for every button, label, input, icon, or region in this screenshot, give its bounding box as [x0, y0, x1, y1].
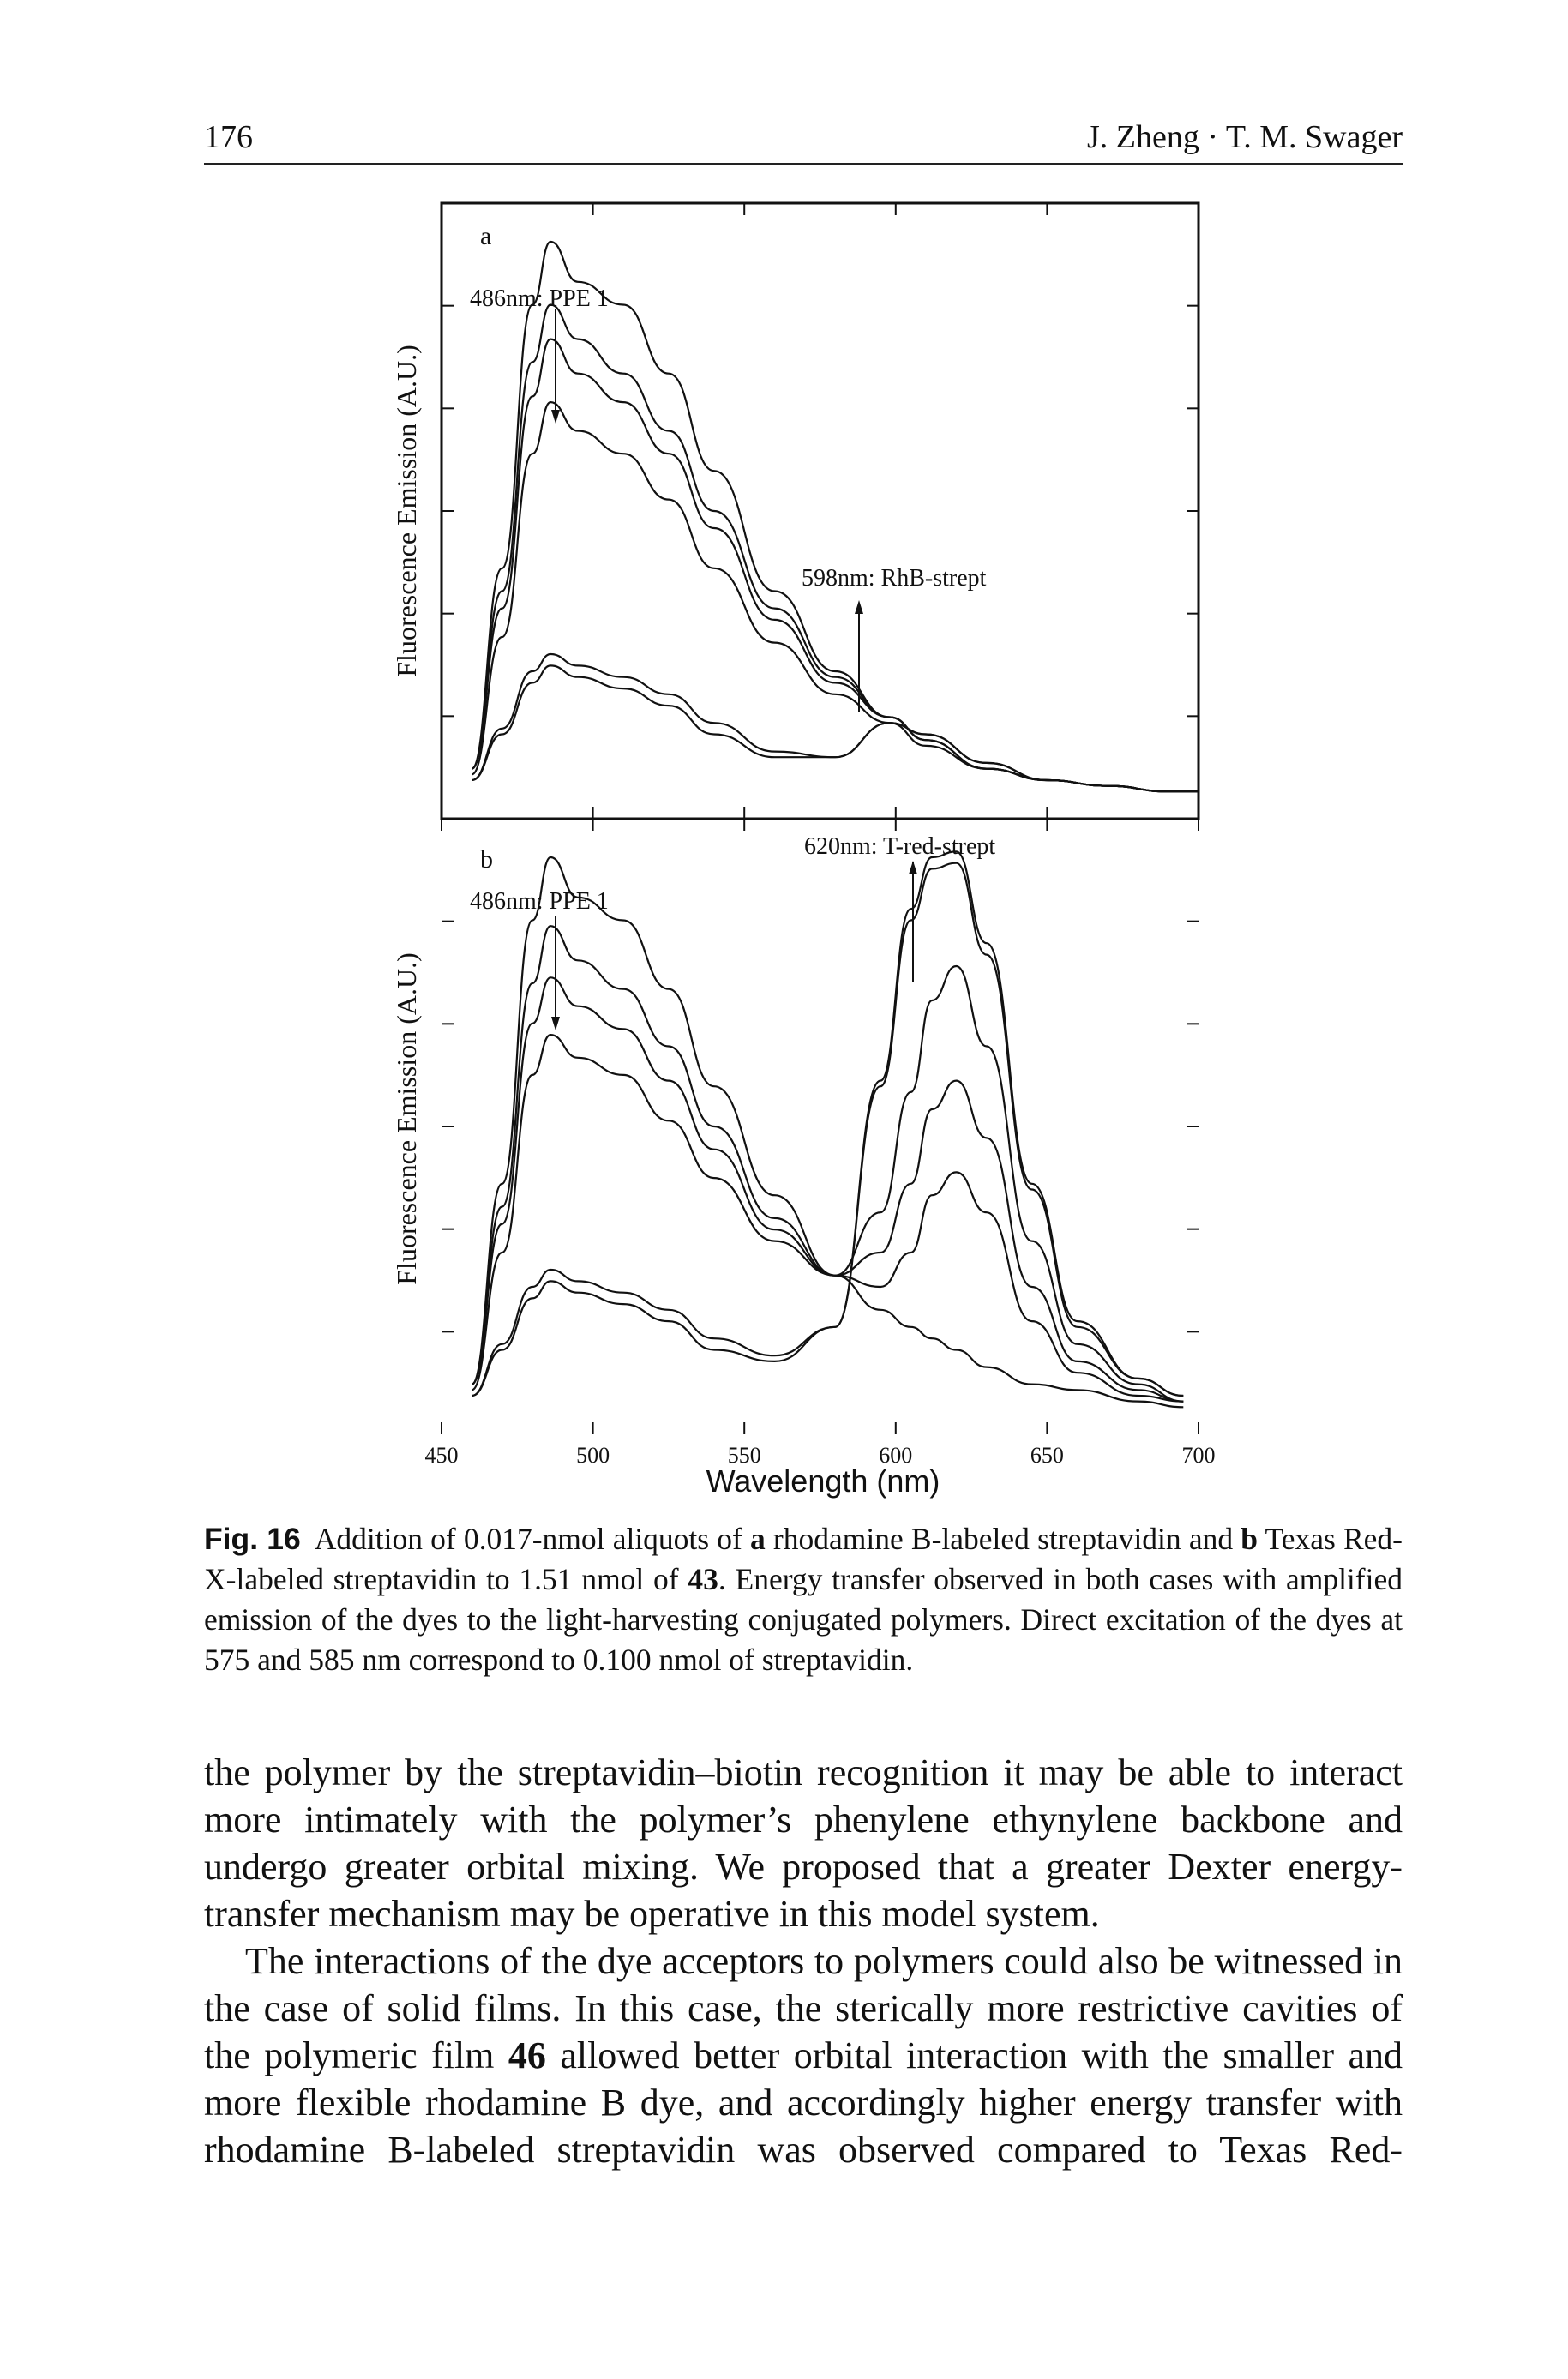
panel-b-donor-arrowhead [551, 1017, 560, 1030]
panel-b-series-1 [471, 856, 1184, 1409]
panel-a-series-4 [471, 400, 1199, 793]
panel-b-acceptor-annotation: 620nm: T-red-strept [804, 833, 995, 860]
x-tick-label-450: 450 [425, 1443, 459, 1468]
panel-b-curves [471, 850, 1184, 1409]
caption-text-3: Texas Red-X-labeled streptavidin to 1.51… [204, 1522, 1403, 1596]
caption-text-1: Addition of 0.017-nmol aliquots of [314, 1522, 751, 1556]
panel-a-donor-arrowhead [551, 410, 560, 424]
x-tick-label-550: 550 [728, 1443, 761, 1468]
x-axis-label: Wavelength (nm) [706, 1463, 940, 1499]
caption-compound-ref: 43 [688, 1562, 718, 1596]
x-tick-label-700: 700 [1182, 1443, 1216, 1468]
panel-a-ylabel: Fluorescence Emission (A.U.) [391, 345, 422, 676]
body-paragraph-2-text-a: The interactions of the dye acceptors to… [204, 1940, 1403, 2076]
caption-panel-a-ref: a [750, 1522, 766, 1556]
figure-caption: Fig. 16 Addition of 0.017-nmol aliquots o… [204, 1519, 1403, 1680]
x-tick-labels: 450 500 550 600 650 700 [425, 1443, 1216, 1468]
caption-panel-b-ref: b [1241, 1522, 1258, 1556]
axis-ticks [441, 203, 1199, 1434]
body-paragraph-1: the polymer by the streptavidin–biotin r… [204, 1751, 1403, 1935]
panel-b-series-4 [471, 964, 1184, 1403]
panel-b-series-3 [471, 976, 1184, 1403]
panel-b-ylabel: Fluorescence Emission (A.U.) [391, 952, 422, 1284]
page-header: 176 J. Zheng · T. M. Swager [204, 113, 1403, 165]
x-tick-label-500: 500 [576, 1443, 610, 1468]
panel-a-label: a [480, 222, 491, 250]
figure-16: a b Fluorescence Emission (A.U.) Fluores… [391, 201, 1216, 1499]
panel-a-series-6 [472, 664, 1199, 793]
running-head: J. Zheng · T. M. Swager [1087, 119, 1403, 155]
x-tick-label-600: 600 [879, 1443, 912, 1468]
panel-a-series-2 [471, 303, 1199, 793]
body-paragraph-2: The interactions of the dye acceptors to… [204, 1937, 1403, 2173]
panel-b-series-5 [471, 850, 1184, 1397]
body-paragraph-2-text-b: allowed better orbital interaction with … [204, 2034, 1403, 2171]
panel-b-series-2 [471, 925, 1184, 1403]
compound-46-ref: 46 [508, 2034, 546, 2076]
panel-b-acceptor-arrowhead [909, 861, 917, 874]
caption-text-2: rhodamine B-labeled streptavidin and [765, 1522, 1241, 1556]
panel-b-label: b [480, 845, 493, 874]
body-text: the polymer by the streptavidin–biotin r… [204, 1749, 1403, 2173]
panel-a-acceptor-annotation: 598nm: RhB-strept [802, 565, 987, 592]
x-tick-label-650: 650 [1030, 1443, 1064, 1468]
panel-b-series-6 [472, 862, 1184, 1397]
panel-a-donor-annotation: 486nm: PPE 1 [470, 285, 609, 312]
panel-b-donor-annotation: 486nm: PPE 1 [470, 888, 609, 915]
panel-a-series-1 [471, 240, 1199, 793]
page-number: 176 [204, 119, 253, 155]
panel-a-series-5 [471, 652, 1199, 793]
figure-label: Fig. 16 [204, 1522, 301, 1556]
panel-a-curves [471, 240, 1199, 793]
caption-text-4: . Energy transfer observed in both cases… [204, 1562, 1403, 1677]
panel-a-acceptor-arrowhead [855, 600, 863, 614]
